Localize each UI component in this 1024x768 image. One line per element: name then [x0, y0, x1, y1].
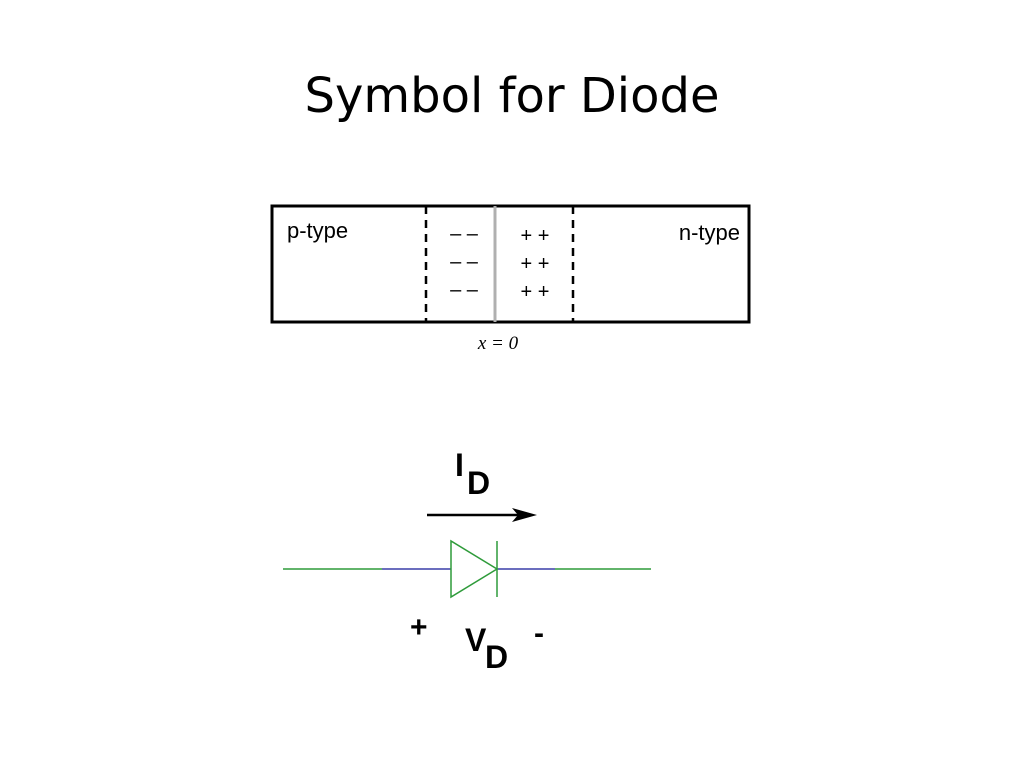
positive-charge-row-2: + + [521, 253, 550, 275]
current-subscript: D [467, 465, 490, 501]
voltage-symbol: V [465, 622, 487, 658]
n-type-label: n-type [679, 220, 740, 245]
positive-charge-row-3: + + [521, 281, 550, 303]
negative-charge-row-3: – – [450, 279, 479, 301]
diode-triangle-icon [450, 539, 499, 599]
voltage-plus-sign: + [410, 611, 428, 644]
positive-charge-row-1: + + [521, 225, 550, 247]
pn-junction: p-type n-type – – – – – – + + + + + + x … [270, 204, 751, 354]
voltage-subscript: D [485, 639, 508, 675]
current-arrow-head-icon [512, 508, 537, 522]
origin-label: x = 0 [477, 333, 519, 354]
negative-charge-row-1: – – [450, 223, 479, 245]
current-symbol: I [455, 447, 464, 483]
voltage-minus-sign: - [534, 617, 544, 650]
slide-title: Symbol for Diode [304, 68, 720, 124]
diode-symbol: I D + V D - [283, 447, 651, 675]
negative-charge-row-2: – – [450, 251, 479, 273]
junction-outline [270, 204, 751, 324]
p-type-label: p-type [287, 218, 348, 243]
